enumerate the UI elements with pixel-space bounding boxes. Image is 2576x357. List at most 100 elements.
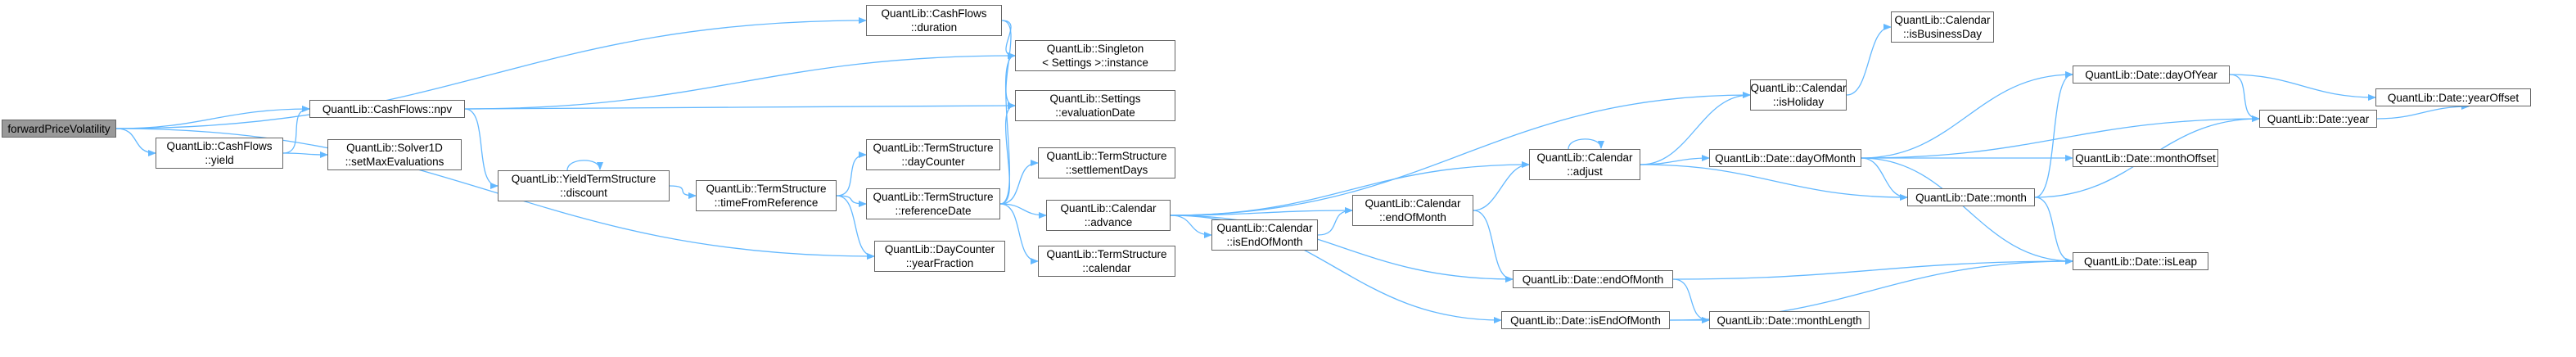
function-node[interactable]: QuantLib::Singleton< Settings >::instanc… [1015, 40, 1175, 71]
node-label: QuantLib::Date::monthLength [1717, 314, 1862, 327]
node-label: < Settings >::instance [1042, 56, 1148, 69]
call-edge [2034, 197, 2073, 264]
node-label: QuantLib::CashFlows [881, 7, 987, 20]
function-node[interactable]: QuantLib::Date::year [2259, 110, 2377, 128]
call-edge [115, 106, 310, 129]
node-label: QuantLib::Date::year [2267, 112, 2370, 125]
call-edge [999, 203, 1039, 264]
function-node[interactable]: QuantLib::Date::month [1907, 188, 2035, 206]
node-label: QuantLib::Date::dayOfMonth [1715, 151, 1856, 165]
call-edge [2229, 74, 2376, 101]
call-edge [115, 128, 875, 260]
node-label: QuantLib::CashFlows [166, 140, 273, 152]
function-node[interactable]: QuantLib::TermStructure::dayCounter [866, 139, 1000, 170]
node-label: QuantLib::Date::isLeap [2083, 255, 2198, 268]
function-node[interactable]: QuantLib::YieldTermStructure::discount [498, 170, 670, 201]
function-node[interactable]: QuantLib::Settings::evaluationDate [1015, 90, 1175, 121]
function-node[interactable]: QuantLib::Date::dayOfYear [2073, 66, 2230, 84]
node-label: QuantLib::Singleton [1046, 43, 1144, 55]
call-edge [1672, 258, 2073, 280]
call-edge [1170, 215, 1212, 238]
call-edge [1640, 92, 1751, 165]
function-node[interactable]: QuantLib::CashFlows::npv [309, 100, 465, 118]
node-label: QuantLib::Date::isEndOfMonth [1510, 314, 1661, 327]
function-node[interactable]: QuantLib::CashFlows::duration [866, 5, 1002, 36]
node-label: ::isEndOfMonth [1226, 236, 1303, 248]
node-label: QuantLib::DayCounter [884, 243, 995, 255]
function-node[interactable]: QuantLib::Date::monthOffset [2073, 149, 2218, 167]
function-node[interactable]: QuantLib::Date::endOfMonth [1513, 270, 1673, 288]
function-node[interactable]: QuantLib::Solver1D::setMaxEvaluations [327, 139, 462, 170]
node-label: ::referenceDate [895, 205, 972, 217]
call-edge [836, 195, 875, 260]
call-edge [999, 52, 1016, 205]
node-label: QuantLib::TermStructure [873, 142, 994, 154]
call-edge [1846, 24, 1892, 96]
node-label: ::advance [1084, 216, 1133, 228]
call-edge [1861, 157, 2073, 264]
node-label: ::calendar [1082, 262, 1131, 274]
node-label: ::adjust [1567, 165, 1603, 178]
node-label: forwardPriceVolatility [7, 122, 111, 135]
node-label: ::evaluationDate [1055, 106, 1135, 119]
node-label: ::endOfMonth [1379, 211, 1446, 224]
call-edge [115, 17, 867, 129]
node-label: QuantLib::Calendar [1536, 151, 1633, 164]
node-label: QuantLib::TermStructure [873, 191, 994, 203]
call-edge [2376, 103, 2470, 120]
node-label: ::settlementDays [1065, 164, 1148, 176]
node-label: ::discount [560, 187, 607, 199]
call-edge [1473, 210, 1514, 282]
node-label: QuantLib::Solver1D [346, 142, 443, 154]
node-label: ::dayCounter [901, 156, 965, 168]
node-label: QuantLib::CashFlows::npv [322, 102, 453, 115]
function-node[interactable]: QuantLib::Date::isEndOfMonth [1501, 311, 1670, 329]
call-edge [836, 151, 867, 197]
call-edge [1861, 71, 2073, 159]
call-edge [1672, 278, 1710, 323]
function-node[interactable]: QuantLib::Calendar::isEndOfMonth [1211, 219, 1318, 251]
node-label: QuantLib::Date::dayOfYear [2085, 68, 2217, 81]
node-label: ::isHoliday [1772, 96, 1825, 108]
node-label: QuantLib::YieldTermStructure [511, 173, 656, 185]
function-node[interactable]: QuantLib::TermStructure::settlementDays [1038, 147, 1175, 178]
call-edge [1170, 207, 1353, 216]
node-label: ::setMaxEvaluations [345, 156, 444, 168]
call-edge [1861, 115, 2260, 159]
call-edge [1170, 161, 1530, 216]
call-edge [999, 203, 1047, 219]
node-label: QuantLib::Calendar [1750, 82, 1847, 94]
function-node[interactable]: QuantLib::Date::yearOffset [2375, 88, 2531, 106]
call-edge [1640, 164, 1908, 201]
node-label: ::isBusinessDay [1902, 28, 1983, 40]
node-label: QuantLib::Calendar [1365, 197, 1461, 210]
node-label: QuantLib::Settings [1049, 93, 1141, 105]
call-edge [115, 128, 156, 156]
node-label: ::yearFraction [905, 257, 974, 269]
call-edge [999, 102, 1016, 205]
function-node[interactable]: QuantLib::Calendar::isBusinessDay [1891, 11, 1994, 43]
function-node[interactable]: QuantLib::TermStructure::calendar [1038, 246, 1175, 277]
function-node[interactable]: QuantLib::Date::dayOfMonth [1709, 149, 1861, 167]
node-label: QuantLib::Calendar [1060, 202, 1157, 215]
function-node[interactable]: QuantLib::TermStructure::timeFromReferen… [696, 180, 837, 211]
function-node[interactable]: QuantLib::CashFlows::yield [156, 138, 283, 169]
call-edge [1001, 20, 1016, 59]
call-edge [282, 151, 328, 158]
function-node[interactable]: QuantLib::Calendar::adjust [1529, 149, 1640, 180]
node-label: QuantLib::Calendar [1216, 222, 1313, 234]
call-edge [282, 106, 310, 154]
function-node[interactable]: QuantLib::Calendar::endOfMonth [1352, 195, 1473, 226]
node-label: QuantLib::TermStructure [1046, 248, 1167, 260]
function-node[interactable]: QuantLib::DayCounter::yearFraction [874, 241, 1005, 272]
node-label: QuantLib::TermStructure [706, 183, 827, 195]
root-function-node[interactable]: forwardPriceVolatility [2, 120, 116, 138]
function-node[interactable]: QuantLib::Calendar::isHoliday [1750, 79, 1847, 111]
call-edge [464, 52, 1016, 110]
function-node[interactable]: QuantLib::Date::isLeap [2073, 252, 2208, 270]
function-node[interactable]: QuantLib::Date::monthLength [1709, 311, 1870, 329]
call-edge [999, 160, 1039, 205]
function-node[interactable]: QuantLib::Calendar::advance [1046, 200, 1171, 231]
function-node[interactable]: QuantLib::TermStructure::referenceDate [866, 188, 1000, 219]
